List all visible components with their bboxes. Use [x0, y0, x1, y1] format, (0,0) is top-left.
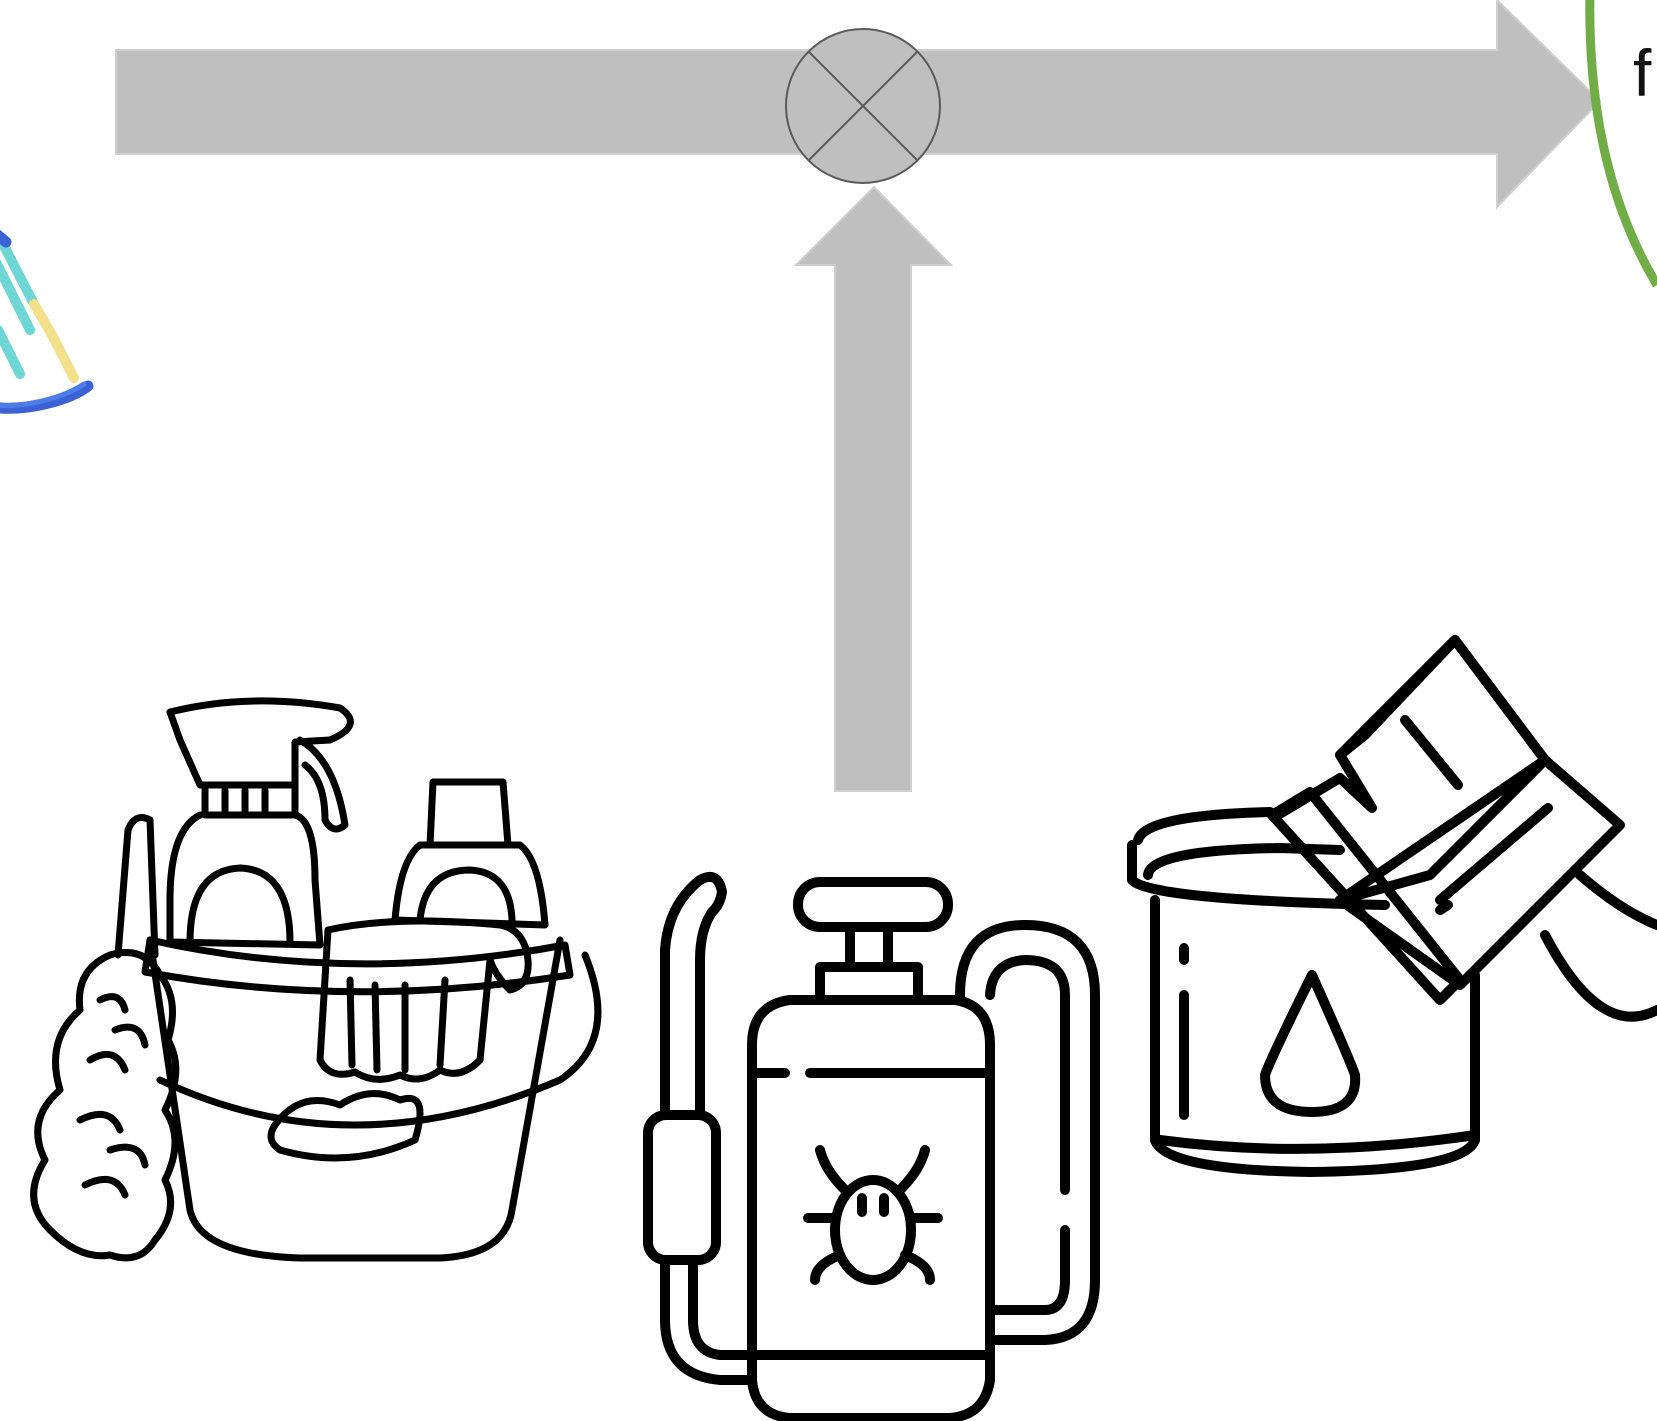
multiply-circle-icon [786, 29, 940, 183]
exposure-arrow [796, 187, 951, 791]
dna-rung [0, 330, 20, 374]
pesticide-sprayer-icon [648, 877, 1095, 1418]
dna-rung [52, 335, 74, 378]
cleaning-supplies-bucket-icon [34, 701, 598, 1258]
paint-can-brush-icon [1132, 640, 1657, 1172]
dna-icon [0, 232, 88, 408]
outcome-label-fragment: f [1633, 40, 1651, 106]
dna-rung [34, 304, 52, 335]
